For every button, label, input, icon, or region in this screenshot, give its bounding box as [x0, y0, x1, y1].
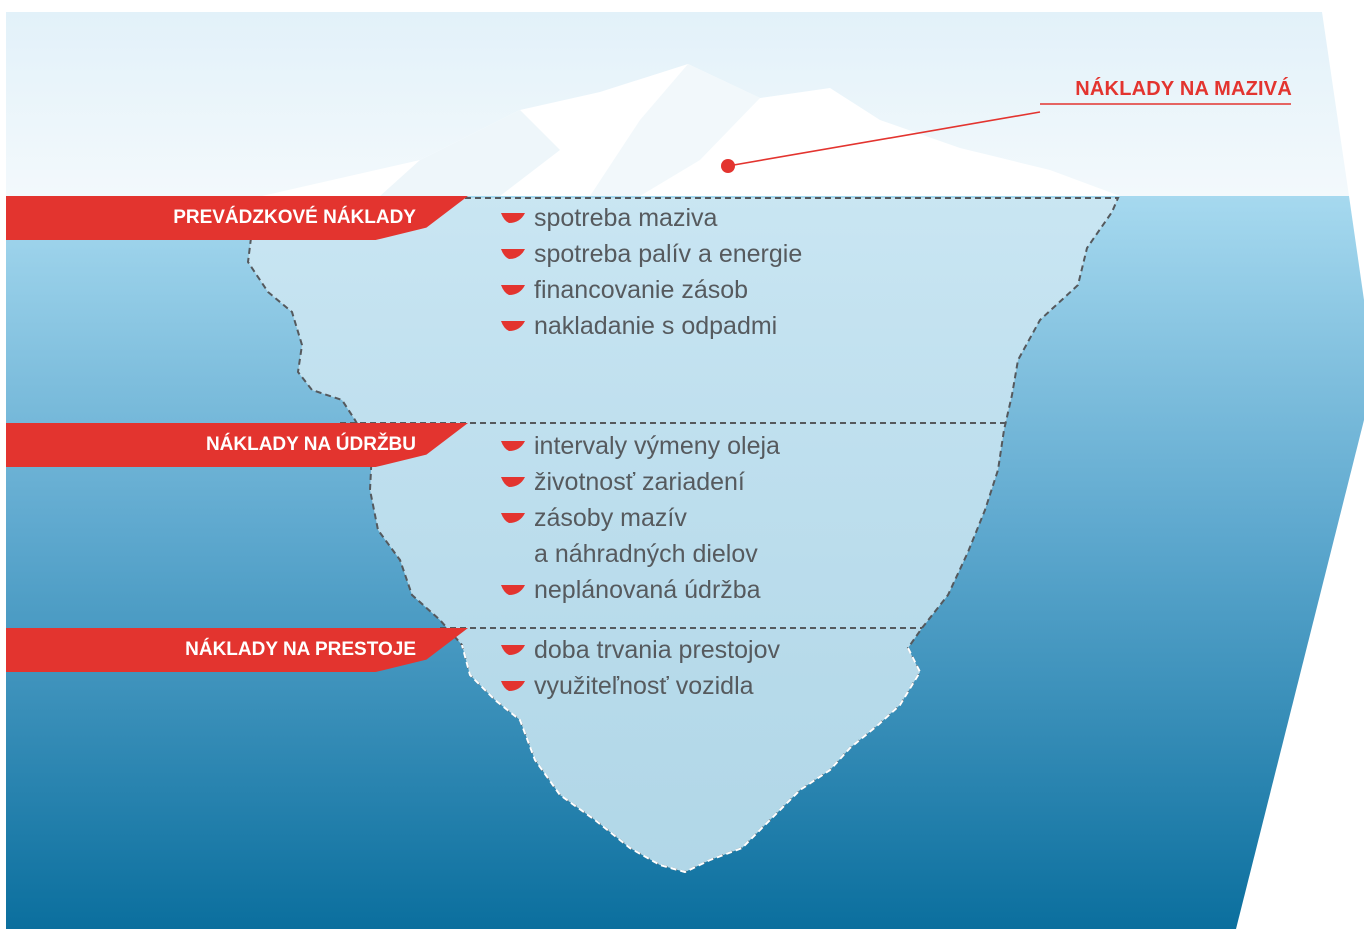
- list-item-text: nakladanie s odpadmi: [534, 312, 778, 340]
- section-label-maintenance: NÁKLADY NA ÚDRŽBU: [6, 423, 468, 467]
- bullet-icon: [501, 441, 525, 451]
- iceberg-tip-shade: [380, 110, 560, 196]
- list-item: životnosť zariadení: [498, 464, 780, 500]
- list-item-text: zásoby mazív: [534, 504, 687, 532]
- bullet-icon: [501, 681, 525, 691]
- bullet-icon: [501, 645, 525, 655]
- list-item: neplánovaná údržba: [498, 572, 780, 608]
- downtime-cost-list: doba trvania prestojov využiteľnosť vozi…: [498, 632, 780, 704]
- list-item: intervaly výmeny oleja: [498, 428, 780, 464]
- bullet-icon: [501, 285, 525, 295]
- list-item-text-continued: a náhradných dielov: [534, 540, 758, 568]
- list-item-text: intervaly výmeny oleja: [534, 432, 780, 460]
- bullet-icon: [501, 513, 525, 523]
- list-item-text: spotreba maziva: [534, 204, 718, 232]
- list-item-text: životnosť zariadení: [534, 468, 745, 496]
- list-item-text: neplánovaná údržba: [534, 576, 761, 604]
- callout-leader: [727, 111, 1041, 167]
- callout-dot: [721, 159, 735, 173]
- list-item-text: využiteľnosť vozidla: [534, 672, 754, 700]
- list-item-text: doba trvania prestojov: [534, 636, 780, 664]
- bullet-icon: [501, 249, 525, 259]
- list-item: nakladanie s odpadmi: [498, 308, 802, 344]
- list-item: spotreba palív a energie: [498, 236, 802, 272]
- iceberg-outline-lower: [461, 644, 922, 874]
- section-label-operating: PREVÁDZKOVÉ NÁKLADY: [6, 196, 468, 240]
- list-item: zásoby mazív a náhradných dielov: [498, 500, 780, 572]
- iceberg-tip-shade: [590, 64, 760, 196]
- operating-cost-list: spotreba maziva spotreba palív a energie…: [498, 200, 802, 344]
- bullet-icon: [501, 477, 525, 487]
- callout-label: NÁKLADY NA MAZIVÁ: [1075, 78, 1292, 100]
- bullet-icon: [501, 585, 525, 595]
- list-item: financovanie zásob: [498, 272, 802, 308]
- list-item: spotreba maziva: [498, 200, 802, 236]
- list-item: využiteľnosť vozidla: [498, 668, 780, 704]
- maintenance-cost-list: intervaly výmeny oleja životnosť zariade…: [498, 428, 780, 608]
- list-item: doba trvania prestojov: [498, 632, 780, 668]
- bullet-icon: [501, 321, 525, 331]
- bullet-icon: [501, 213, 525, 223]
- list-item-text: spotreba palív a energie: [534, 240, 803, 268]
- list-item-text: financovanie zásob: [534, 276, 749, 304]
- section-label-downtime: NÁKLADY NA PRESTOJE: [6, 628, 468, 672]
